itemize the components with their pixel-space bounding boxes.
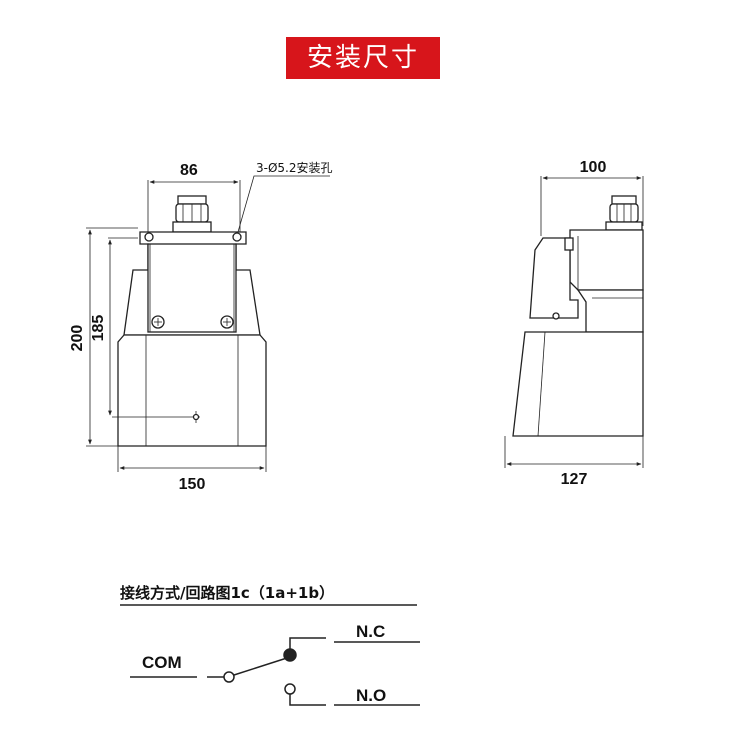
mounting-hole-label: 3-Ø5.2安装孔 [256, 160, 333, 175]
wiring-schematic [130, 637, 420, 706]
side-view [504, 176, 644, 468]
front-view [86, 175, 330, 472]
front-width-top-label: 86 [180, 162, 198, 179]
com-label: COM [142, 653, 182, 672]
front-width-bottom-label: 150 [179, 476, 206, 493]
front-height-total-label: 200 [69, 325, 86, 352]
nc-contact [283, 648, 297, 662]
page-title: 安装尺寸 [286, 37, 440, 79]
no-label: N.O [356, 686, 386, 705]
no-wire [289, 694, 326, 706]
side-width-top-label: 100 [580, 159, 607, 176]
com-terminal [223, 671, 235, 683]
nc-label: N.C [356, 622, 385, 641]
no-contact [284, 683, 296, 695]
wiring-title: 接线方式/回路图1c（1a+1b） [120, 584, 334, 602]
side-width-bottom-label: 127 [561, 471, 588, 488]
front-height-inner-label: 185 [90, 315, 107, 342]
nc-wire [289, 637, 326, 649]
switch-arm [233, 656, 291, 676]
